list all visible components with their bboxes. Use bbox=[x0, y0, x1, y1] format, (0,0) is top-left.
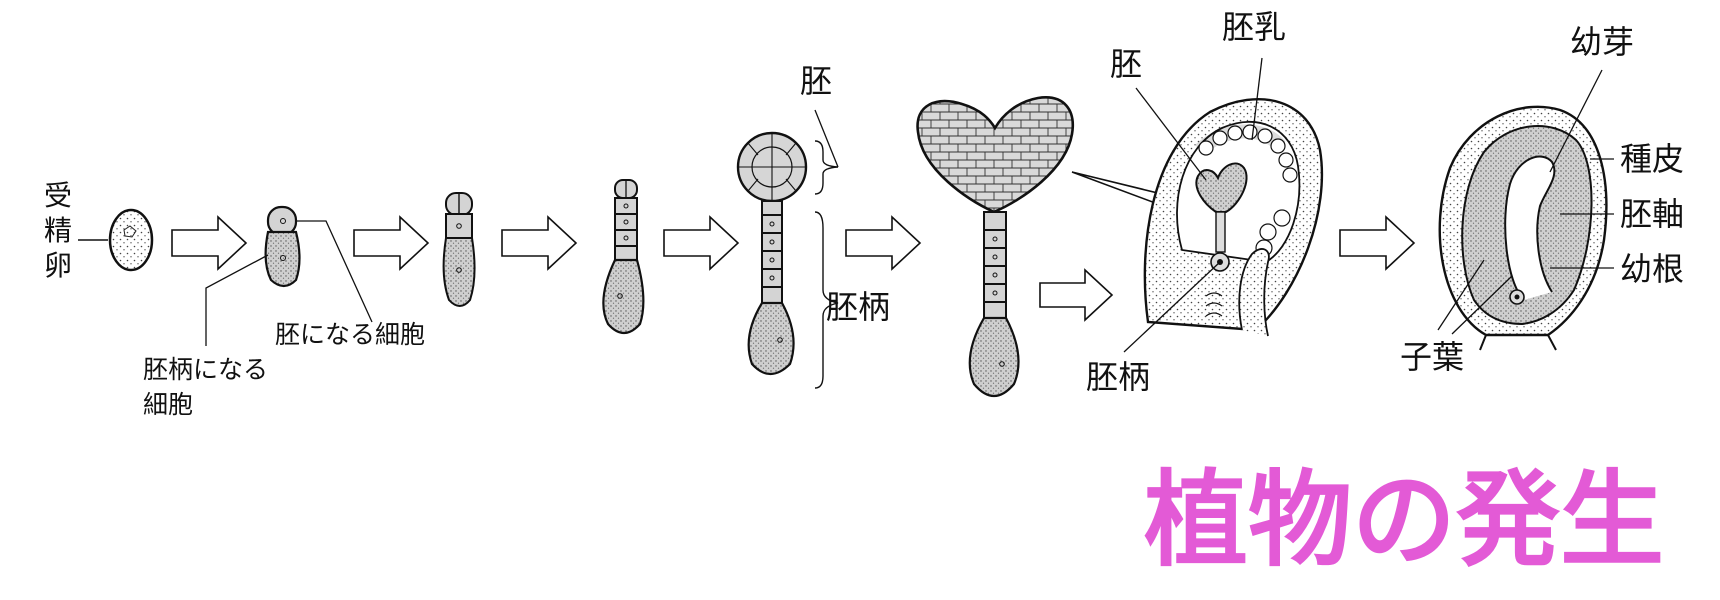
embryo-label: 胚 bbox=[800, 62, 832, 100]
stage-heart bbox=[916, 96, 1172, 398]
suspensor-cell-label-line2: 細胞 bbox=[143, 390, 193, 419]
suspensor-cell-label-line1: 胚柄になる bbox=[143, 355, 268, 384]
suspensor-brace bbox=[814, 211, 839, 389]
zygote-label-char1: 受 bbox=[44, 179, 72, 212]
heart-embryo bbox=[916, 96, 1075, 214]
seed-coat-label: 種皮 bbox=[1620, 140, 1684, 178]
ovule-embryo bbox=[1195, 162, 1248, 213]
embryo-cell-label: 胚になる細胞 bbox=[275, 320, 425, 349]
plumule-label: 幼芽 bbox=[1570, 23, 1634, 61]
embryo-cell-leader bbox=[296, 220, 373, 323]
hypocotyl-label: 胚軸 bbox=[1620, 195, 1684, 233]
embryo-stage6-label: 胚 bbox=[1110, 45, 1142, 83]
radicle-label: 幼根 bbox=[1620, 250, 1684, 288]
proembryo-middle bbox=[445, 213, 473, 239]
arrow-6 bbox=[1039, 268, 1114, 322]
zygote-label: 受 精 卵 bbox=[44, 179, 72, 282]
suspensor-stage6-label: 胚柄 bbox=[1086, 358, 1150, 396]
stage-four-cell bbox=[442, 192, 476, 307]
diagram-title: 植物の発生 bbox=[1144, 459, 1664, 581]
embryo-brace bbox=[814, 140, 839, 195]
zygote-label-char2: 精 bbox=[44, 214, 72, 247]
stage-globular: 胚 胚柄 bbox=[736, 62, 890, 389]
endosperm-label: 胚乳 bbox=[1222, 8, 1286, 46]
heart-embryo-suspensor-base bbox=[968, 316, 1020, 398]
stage-two-cell: 胚になる細胞 胚柄になる 細胞 bbox=[143, 205, 425, 419]
ovule-suspensor bbox=[1215, 211, 1226, 253]
zygote-cell bbox=[108, 208, 154, 272]
stage-filament bbox=[602, 179, 645, 335]
zygote-nucleus bbox=[123, 225, 137, 238]
endosperm-cells bbox=[1198, 124, 1298, 257]
stage-seed: 幼芽 種皮 胚軸 幼根 子葉 bbox=[1400, 23, 1684, 376]
arrow-1 bbox=[171, 215, 248, 271]
basal-nucleus bbox=[280, 255, 286, 261]
basal-cell bbox=[264, 230, 301, 288]
stage-ovule: 胚 胚乳 胚柄 bbox=[1086, 8, 1324, 396]
arrow-2 bbox=[353, 215, 430, 271]
apical-nucleus bbox=[280, 218, 286, 224]
arrow-7 bbox=[1339, 215, 1416, 271]
suspensor-cell-leader bbox=[205, 254, 269, 346]
stage-zygote: 受 精 卵 bbox=[44, 179, 154, 282]
arrow-5 bbox=[845, 215, 922, 271]
apical-cell bbox=[266, 205, 298, 237]
arrow-4 bbox=[663, 215, 740, 271]
suspensor-label: 胚柄 bbox=[826, 288, 890, 326]
cotyledon-fold bbox=[1504, 155, 1556, 301]
cotyledon-label: 子葉 bbox=[1400, 338, 1464, 376]
zygote-label-char3: 卵 bbox=[44, 249, 72, 282]
arrow-3 bbox=[501, 215, 578, 271]
filament-basal-cell bbox=[602, 258, 645, 335]
